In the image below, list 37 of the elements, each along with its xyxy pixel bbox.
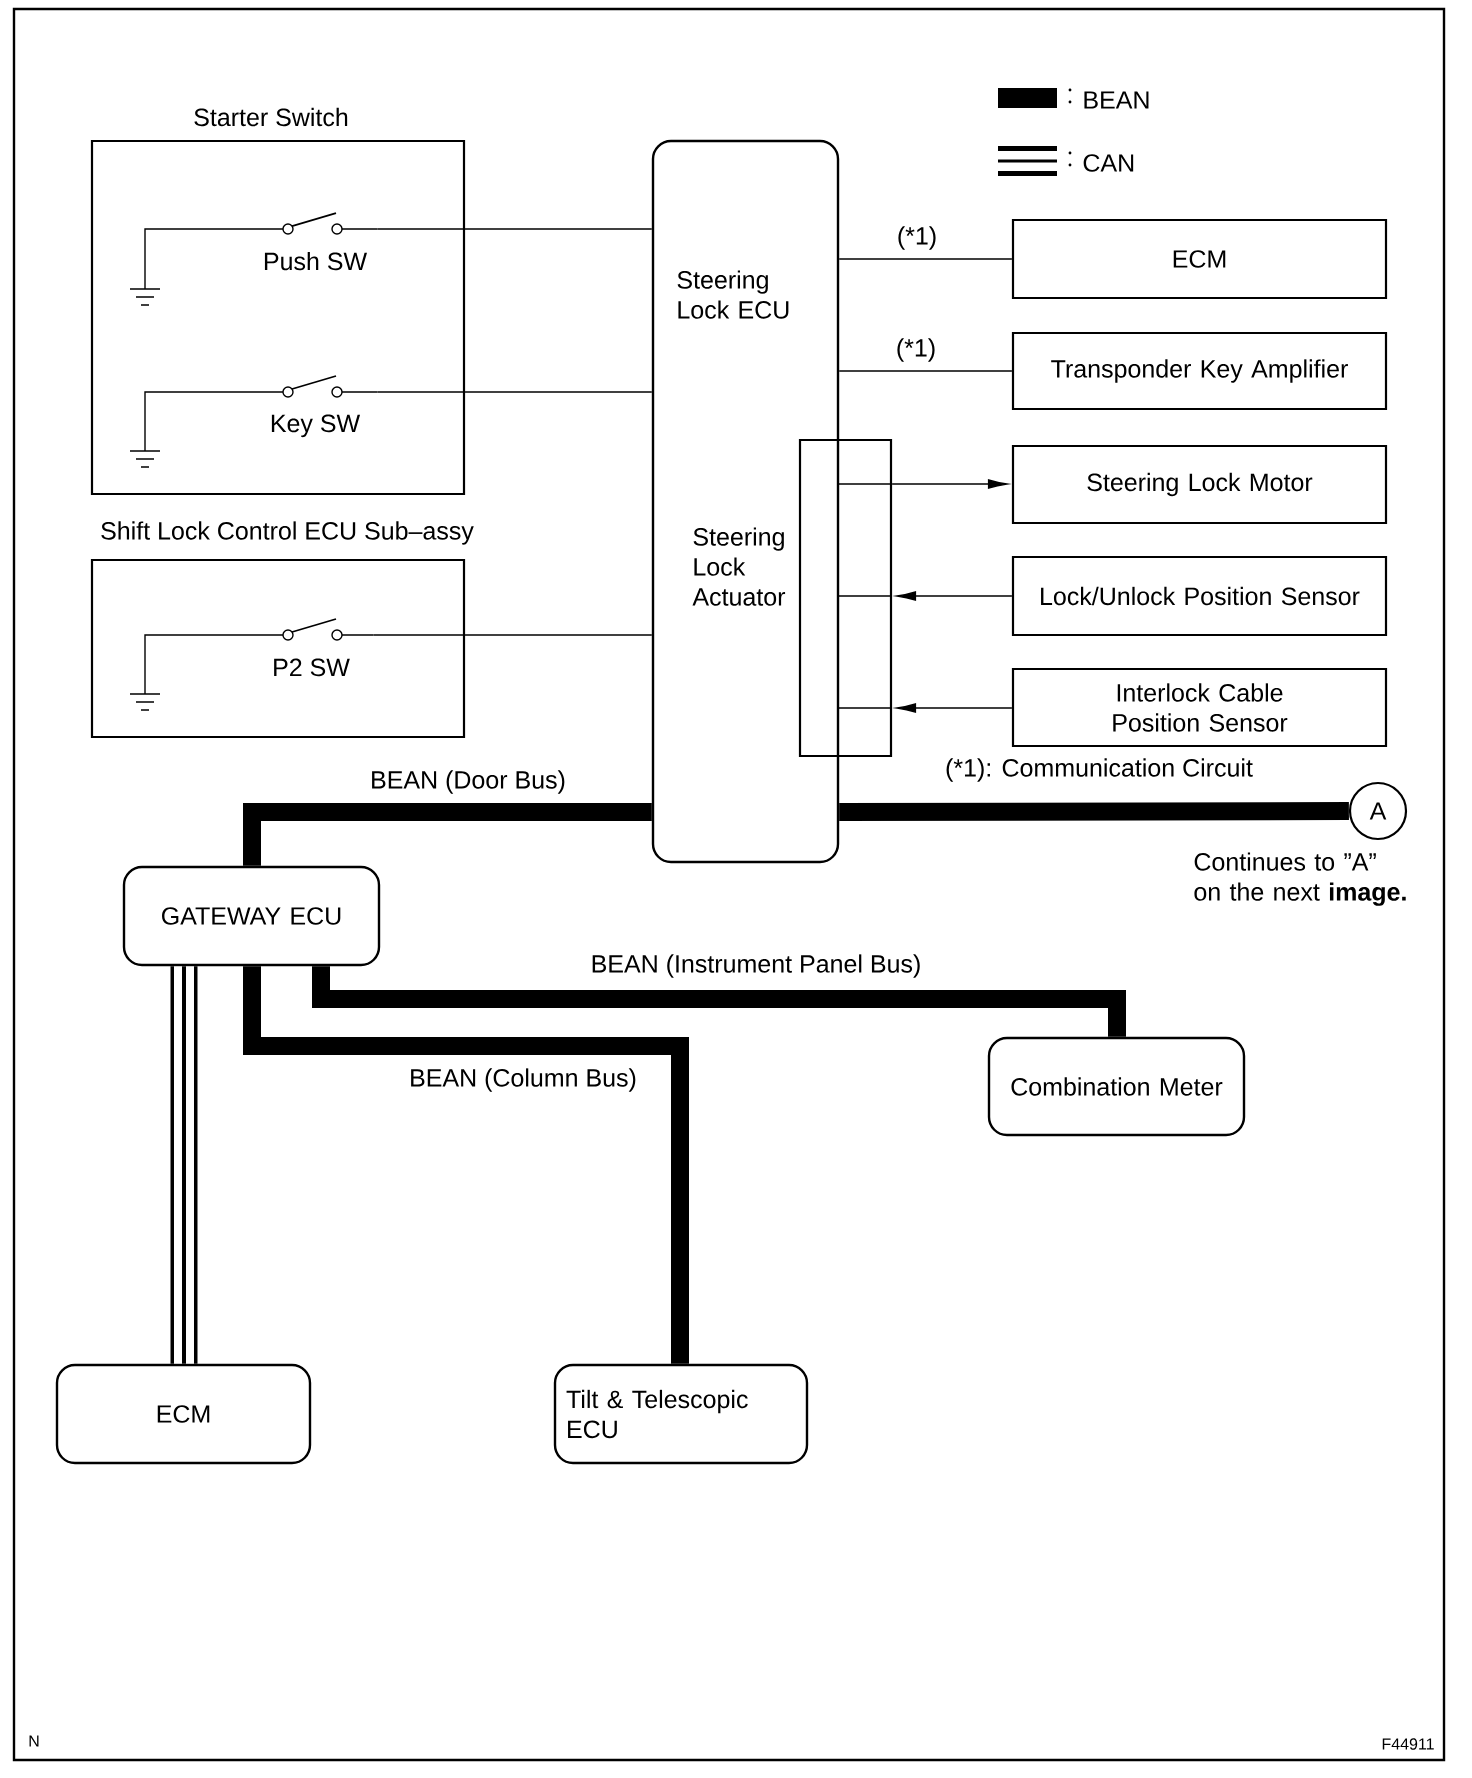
connector [372, 634, 653, 636]
note-text: N [29, 1735, 39, 1747]
switch-label: P2 SW [274, 658, 350, 677]
box-heading: Steering Lock ECU [677, 270, 789, 319]
box-heading: Shift Lock Control ECU Sub–assy [101, 521, 474, 545]
edge-label: (*1) [898, 226, 936, 250]
component-box: Interlock Cable Position Sensor [1011, 667, 1388, 748]
connector [243, 803, 652, 866]
switch-label: Push SW [264, 251, 367, 271]
edge-label: BEAN (Door Bus) [372, 770, 565, 794]
edge-label: BEAN (Column Bus) [411, 1068, 636, 1092]
connector [376, 391, 653, 393]
ecu-box: Tilt & Telescopic ECU [553, 1363, 809, 1465]
component-box: Steering Lock Motor [1011, 444, 1388, 525]
connector [312, 966, 1126, 1037]
note-text: (*1): Communication Circuit [946, 758, 1253, 782]
legend-text: BEAN [1084, 91, 1149, 109]
legend-text: CAN [1083, 154, 1134, 172]
component-box: Transponder Key Amplifier [1011, 331, 1388, 411]
box-heading: Starter Switch [194, 107, 348, 127]
connector [243, 966, 689, 1364]
component-label: Steering Lock Actuator [692, 527, 786, 606]
ecu-box: GATEWAY ECU [122, 865, 381, 967]
edge-label: BEAN (Instrument Panel Bus) [592, 954, 920, 978]
note-text: F44911 [1382, 1738, 1434, 1750]
switch-label: Key SW [271, 414, 361, 438]
ecu-box: ECM [55, 1363, 312, 1465]
edge-label: (*1) [897, 338, 935, 362]
component-box: Combination Meter [987, 1036, 1246, 1137]
connector [376, 228, 653, 230]
connector [838, 258, 1013, 260]
connector [838, 370, 1013, 372]
connector [839, 802, 1349, 821]
continuation-note: Continues to ”A” on the next image. [1194, 852, 1406, 906]
component-box: Lock/Unlock Position Sensor [1011, 555, 1388, 637]
connector [170, 966, 198, 1364]
component-box: ECM [1011, 218, 1388, 300]
